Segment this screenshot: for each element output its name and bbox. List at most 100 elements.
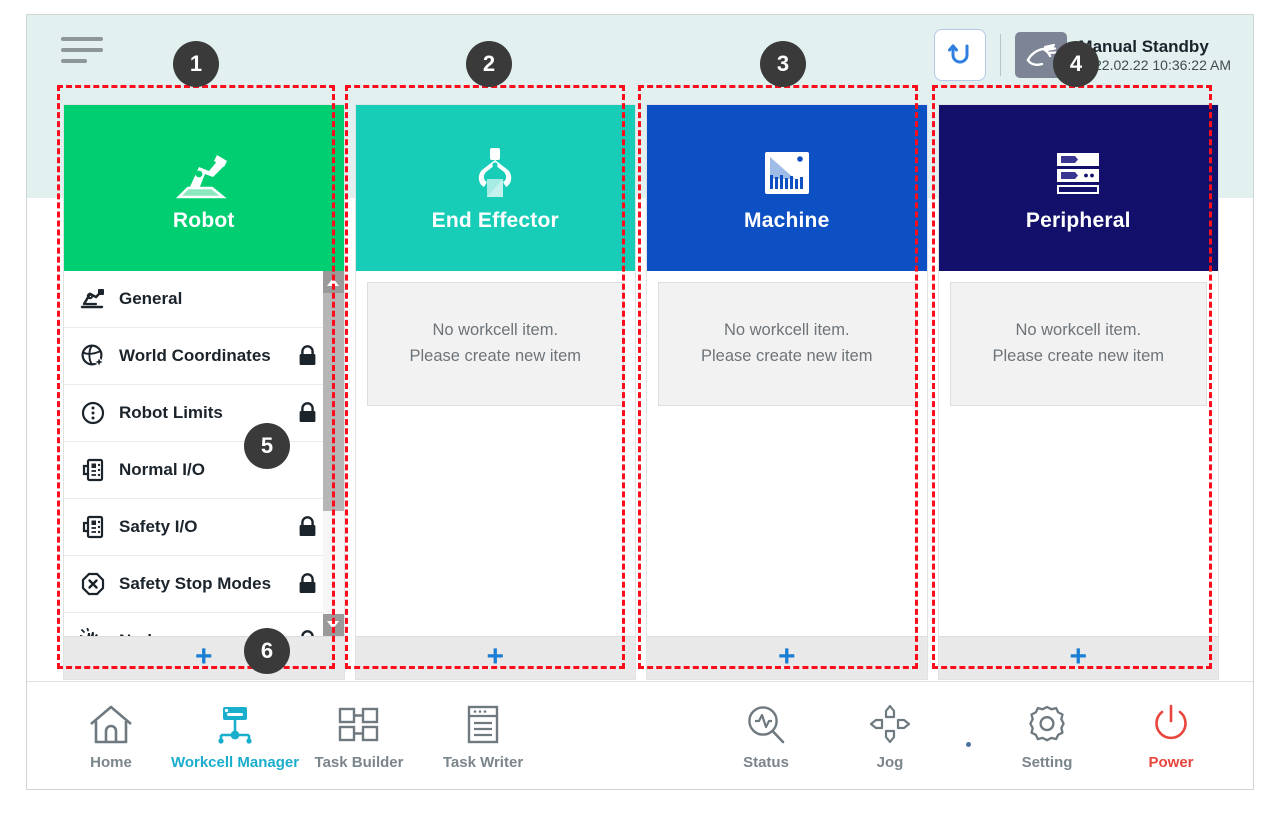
nudge-hand-icon (76, 628, 110, 636)
card-header-peripheral[interactable]: Peripheral (938, 105, 1218, 271)
lock-glyph (299, 402, 315, 422)
manual-hand-glyph (1027, 43, 1058, 66)
power-glyph (1155, 704, 1187, 740)
nav-item-workcell-manager[interactable]: Workcell Manager (170, 700, 300, 771)
nav-label: Status (743, 754, 789, 771)
empty-line-2: Please create new item (992, 347, 1164, 365)
nav-label: Workcell Manager (170, 754, 300, 771)
manual-hand-icon[interactable] (1015, 32, 1068, 78)
menu-item-nudge[interactable]: Nudge (64, 613, 344, 636)
plus-icon: + (486, 639, 505, 673)
menu-item-robot-limits[interactable]: Robot Limits (64, 385, 344, 442)
world-coordinates-icon (76, 343, 110, 369)
robot-settings-menu: General World Coord (64, 271, 344, 636)
card-title-machine: Machine (744, 209, 830, 232)
machine-panel-icon (761, 143, 813, 205)
jog-dpad-glyph (869, 704, 911, 744)
card-title-end-effector: End Effector (431, 209, 559, 232)
lock-icon (297, 630, 318, 636)
card-body-end-effector: No workcell item. Please create new item (355, 271, 635, 636)
lock-glyph (300, 630, 314, 636)
lock-glyph (299, 516, 315, 536)
menu-item-label: Safety Stop Modes (119, 574, 272, 593)
menu-item-safety-io[interactable]: Safety I/O (64, 499, 344, 556)
workcell-cards-row: Robot (63, 104, 1219, 680)
mode-timestamp: 2022.02.22 10:36:22 AM (1078, 56, 1231, 73)
robot-limits-icon (76, 400, 110, 426)
menu-item-world-coordinates[interactable]: World Coordinates (64, 328, 344, 385)
empty-line-1: No workcell item. (723, 321, 850, 340)
nav-item-setting[interactable]: Setting (985, 700, 1109, 771)
plus-icon: + (777, 639, 796, 673)
status-magnifier-icon (743, 700, 789, 746)
hamburger-line (61, 48, 103, 52)
jog-dpad-icon (867, 700, 913, 746)
workcell-card-robot: Robot (63, 104, 345, 680)
task-builder-icon (336, 700, 382, 746)
workcell-manager-icon (212, 700, 258, 746)
nav-item-jog[interactable]: Jog (828, 700, 952, 771)
add-robot-item-button[interactable]: + (64, 636, 344, 679)
nav-item-status[interactable]: Status (704, 700, 828, 771)
menu-item-label: World Coordinates (119, 346, 271, 365)
nudge-hand-glyph (80, 628, 98, 636)
scrollbar-thumb[interactable] (322, 293, 344, 511)
nav-label: Home (90, 754, 132, 771)
card-title-peripheral: Peripheral (1025, 209, 1131, 232)
workcell-manager-glyph (218, 707, 252, 744)
rotate-reset-icon[interactable] (934, 29, 987, 81)
rotate-reset-glyph (948, 44, 969, 64)
card-body-peripheral: No workcell item. Please create new item (938, 271, 1218, 636)
menu-item-general[interactable]: General (64, 271, 344, 328)
add-end-effector-item-button[interactable]: + (355, 636, 635, 679)
card-header-machine[interactable]: Machine (647, 105, 927, 271)
nav-item-home[interactable]: Home (49, 700, 173, 771)
empty-line-2: Please create new item (409, 347, 581, 365)
home-glyph (90, 705, 132, 744)
empty-line-1: No workcell item. (1015, 321, 1142, 340)
normal-io-icon (76, 457, 110, 483)
nav-label: Jog (876, 754, 904, 771)
menu-item-label: Safety I/O (119, 517, 198, 536)
header-right-cluster: Manual Standby 2022.02.22 10:36:22 AM (934, 27, 1231, 83)
card-header-end-effector[interactable]: End Effector (355, 105, 635, 271)
lock-glyph (299, 345, 315, 365)
workcell-card-end-effector: End Effector No workcell item. Please cr… (354, 104, 636, 680)
card-title-robot: Robot (172, 209, 235, 232)
nav-item-task-writer[interactable]: Task Writer (421, 700, 545, 771)
menu-item-label: Robot Limits (119, 403, 223, 422)
menu-item-label: Normal I/O (119, 460, 205, 479)
world-coordinates-glyph (81, 344, 106, 369)
robot-limits-glyph (81, 401, 105, 425)
bottom-nav-right-group: Status Jog (704, 700, 1233, 771)
workcell-card-machine: Machine No workcell item. Please create … (646, 104, 928, 680)
task-writer-glyph (467, 705, 499, 744)
bottom-nav-left-group: Home (49, 700, 545, 771)
safety-stop-modes-glyph (81, 572, 105, 596)
scroll-up-arrow-icon[interactable] (322, 271, 344, 293)
separator-dot-icon (966, 742, 971, 747)
header-divider (1000, 34, 1002, 76)
robot-menu-scrollbar[interactable] (322, 271, 344, 636)
nav-item-power[interactable]: Power (1109, 700, 1233, 771)
add-peripheral-item-button[interactable]: + (938, 636, 1218, 679)
card-body-robot: General World Coord (64, 271, 344, 636)
nav-item-task-builder[interactable]: Task Builder (297, 700, 421, 771)
power-icon (1148, 700, 1194, 746)
gripper-icon (471, 143, 519, 205)
safety-io-icon (76, 514, 110, 540)
hamburger-line (61, 37, 103, 41)
menu-item-normal-io[interactable]: Normal I/O (64, 442, 344, 499)
bottom-navigation-bar: Home (27, 681, 1253, 789)
hamburger-menu-icon[interactable] (61, 37, 109, 75)
lock-icon (297, 345, 318, 367)
task-builder-glyph (338, 707, 379, 742)
menu-item-label: General (119, 289, 183, 308)
safety-stop-modes-icon (76, 571, 110, 597)
scroll-down-arrow-icon[interactable] (322, 614, 344, 636)
add-machine-item-button[interactable]: + (647, 636, 927, 679)
menu-item-safety-stop-modes[interactable]: Safety Stop Modes (64, 556, 344, 613)
card-header-robot[interactable]: Robot (64, 105, 344, 271)
triangle-up-glyph (327, 278, 339, 286)
